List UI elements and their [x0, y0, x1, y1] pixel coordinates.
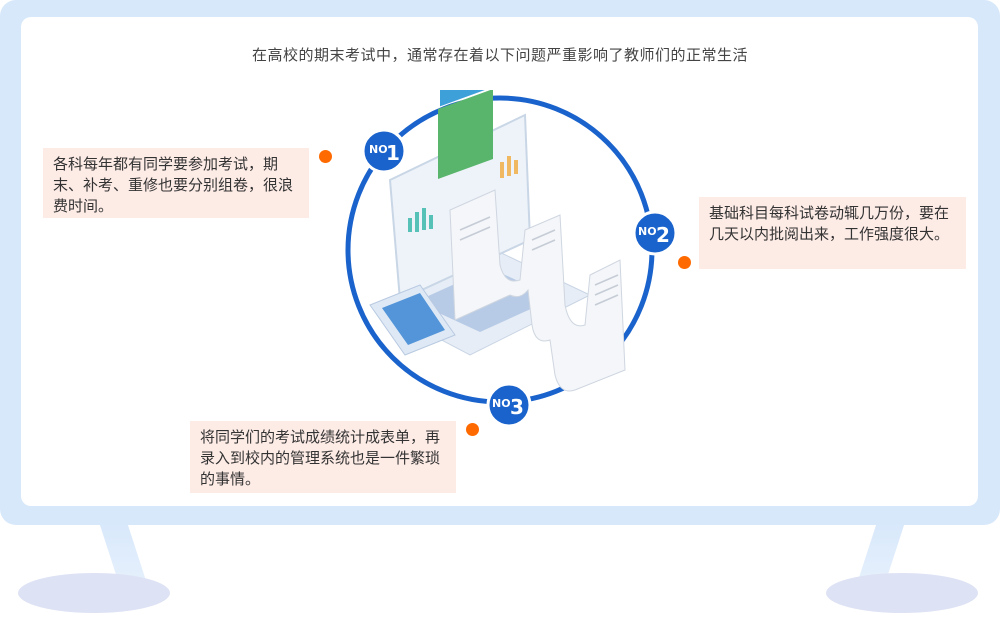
- marker-dot-1: [319, 150, 332, 163]
- exam-illustration: [345, 90, 655, 405]
- page-title: 在高校的期末考试中，通常存在着以下问题严重影响了教师们的正常生活: [251, 47, 748, 64]
- badge-no2-icon: NO 2: [632, 210, 678, 256]
- badge-no1: NO 1: [361, 128, 407, 174]
- monitor-foot-right: [826, 573, 978, 613]
- svg-text:NO: NO: [369, 143, 388, 156]
- badge-no2: NO 2: [632, 210, 678, 256]
- monitor-foot-left: [18, 573, 170, 613]
- screen-card: [438, 90, 493, 180]
- svg-text:NO: NO: [638, 225, 657, 238]
- badge-no1-icon: NO 1: [361, 128, 407, 174]
- problem-note-3: 将同学们的考试成绩统计成表单，再录入到校内的管理系统也是一件繁琐的事情。: [190, 421, 456, 493]
- marker-dot-3: [466, 423, 479, 436]
- svg-text:3: 3: [510, 395, 524, 419]
- badge-no3: NO 3: [486, 382, 532, 428]
- svg-text:NO: NO: [492, 397, 511, 410]
- bar-chart-left: [408, 208, 433, 232]
- sheet-lines: [459, 216, 619, 306]
- bar-chart-right: [500, 156, 518, 178]
- problem-note-1: 各科每年都有同学要参加考试，期末、补考、重修也要分别组卷，很浪费时间。: [43, 148, 309, 218]
- screen-header: [440, 90, 495, 107]
- tablet-screen: [382, 293, 445, 345]
- badge-no3-icon: NO 3: [486, 382, 532, 428]
- problem-note-2: 基础科目每科试卷动辄几万份，要在几天以内批阅出来，工作强度很大。: [699, 197, 966, 269]
- marker-dot-2: [678, 256, 691, 269]
- svg-text:1: 1: [386, 141, 400, 165]
- answer-sheets: [449, 189, 626, 392]
- svg-text:2: 2: [656, 223, 670, 247]
